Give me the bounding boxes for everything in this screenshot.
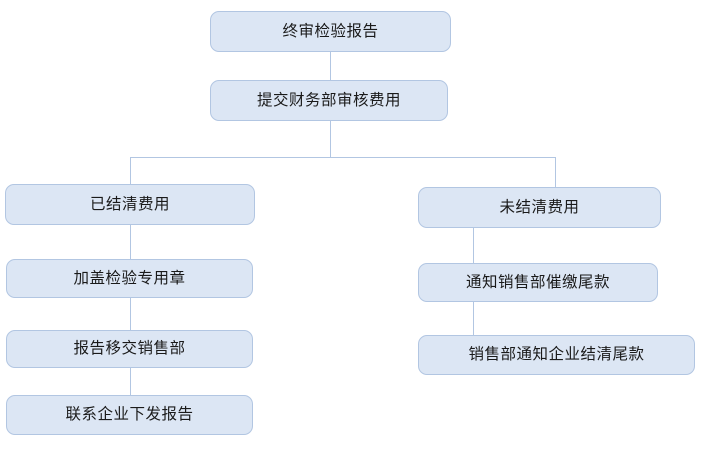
connector-branch-to-settled <box>130 157 131 184</box>
connector-transfer-sales-to-contact-company <box>130 368 131 395</box>
node-contact-company[interactable]: 联系企业下发报告 <box>6 395 253 435</box>
node-stamp[interactable]: 加盖检验专用章 <box>6 259 253 298</box>
connector-branch-to-unsettled <box>555 157 556 187</box>
connector-branch-bar <box>130 157 555 158</box>
connector-stamp-to-transfer-sales <box>130 298 131 330</box>
node-sales-notify-company[interactable]: 销售部通知企业结清尾款 <box>418 335 695 375</box>
node-submit-finance[interactable]: 提交财务部审核费用 <box>210 80 448 121</box>
node-start[interactable]: 终审检验报告 <box>210 11 451 52</box>
connector-start-to-submit-finance <box>330 52 331 80</box>
node-settled[interactable]: 已结清费用 <box>5 184 255 225</box>
connector-submit-finance-down <box>330 121 331 157</box>
connector-notify-sales-to-sales-notify-company <box>473 302 474 335</box>
connector-unsettled-to-notify-sales <box>473 228 474 263</box>
node-notify-sales-collect[interactable]: 通知销售部催缴尾款 <box>418 263 658 302</box>
connector-settled-to-stamp <box>130 225 131 259</box>
node-transfer-sales[interactable]: 报告移交销售部 <box>6 330 253 368</box>
node-unsettled[interactable]: 未结清费用 <box>418 187 661 228</box>
